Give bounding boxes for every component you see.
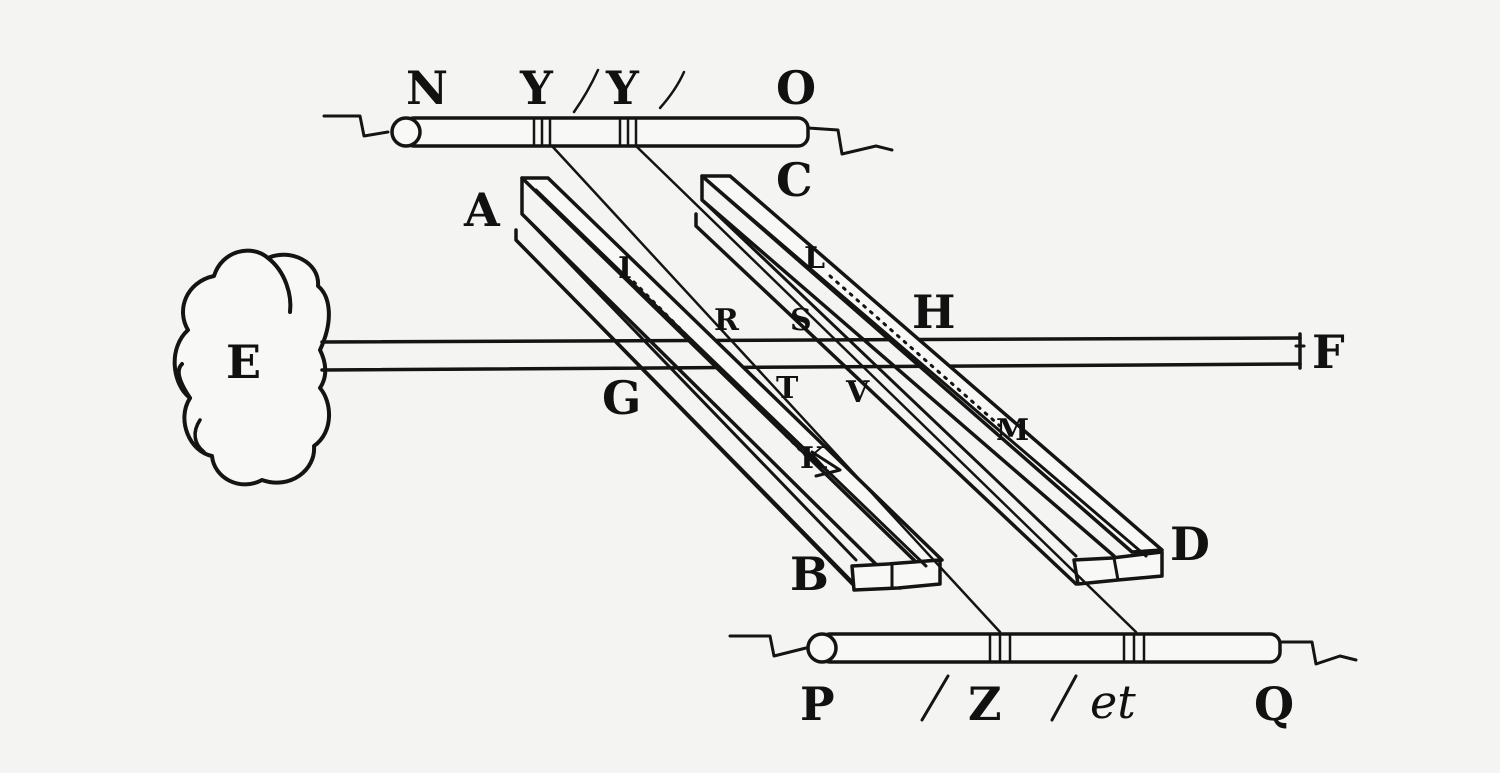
beam-EF xyxy=(320,332,1306,372)
label-B: B xyxy=(790,547,829,601)
cloud-E xyxy=(172,248,332,487)
label-et: et xyxy=(1090,675,1136,729)
label-Q: Q xyxy=(1254,677,1294,731)
labels: N Y Y O A C I L R S H E F G T V M K B D … xyxy=(226,61,1345,731)
label-L: L xyxy=(804,241,825,276)
label-N: N xyxy=(406,61,448,115)
label-R: R xyxy=(714,303,740,338)
label-C: C xyxy=(776,153,813,207)
label-Y2: Y xyxy=(605,61,640,115)
label-T: T xyxy=(776,371,799,406)
label-I: I xyxy=(618,251,632,286)
bottom-rod-PQ xyxy=(728,632,1358,722)
light-rays xyxy=(550,144,1138,634)
label-E: E xyxy=(226,335,261,389)
label-H: H xyxy=(912,285,955,339)
label-G: G xyxy=(602,371,641,425)
label-O: O xyxy=(776,61,816,115)
label-F: F xyxy=(1312,325,1345,379)
label-V: V xyxy=(845,375,870,410)
label-K: K xyxy=(800,441,827,476)
prism-AB xyxy=(514,176,944,592)
label-A: A xyxy=(463,183,501,237)
label-M: M xyxy=(996,413,1029,448)
label-S: S xyxy=(790,303,812,338)
prism-CD xyxy=(694,174,1164,586)
label-Y1: Y xyxy=(519,61,554,115)
top-rod-NO xyxy=(322,68,894,156)
label-P: P xyxy=(800,677,835,731)
label-Z: Z xyxy=(968,677,1002,731)
label-D: D xyxy=(1170,517,1210,571)
